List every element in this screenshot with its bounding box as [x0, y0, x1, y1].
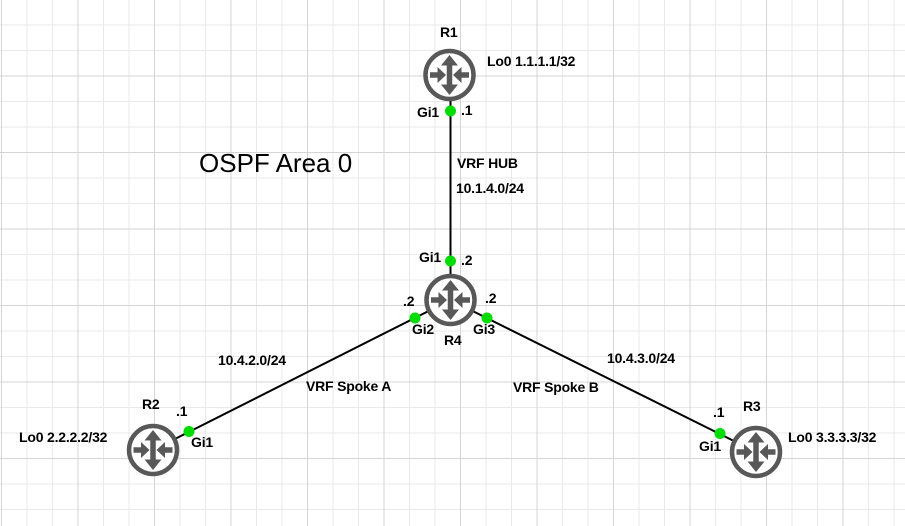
r4-gi1-ip-label: .2 [461, 252, 473, 268]
link-r4-r3[interactable] [450, 299, 757, 453]
link-r4-r2[interactable] [152, 299, 451, 451]
r4-gi3-interface-label: Gi3 [473, 321, 495, 337]
link-spoke-b-vrf-label: VRF Spoke B [513, 379, 599, 395]
link-spoke-a-subnet-label: 10.4.2.0/24 [218, 352, 286, 368]
router-r3-name-label: R3 [743, 398, 761, 414]
ospf-area-annotation: OSPF Area 0 [199, 148, 353, 178]
router-r2-icon[interactable] [129, 426, 177, 474]
r4-gi3-ip-label: .2 [485, 290, 497, 306]
router-r2-loopback-label: Lo0 2.2.2.2/32 [19, 429, 108, 445]
link-spoke-b-subnet-label: 10.4.3.0/24 [607, 350, 675, 366]
router-r3-loopback-label: Lo0 3.3.3.3/32 [788, 429, 877, 445]
r2-gi1-interface-label: Gi1 [191, 434, 213, 450]
r4-gi2-interface-label: Gi2 [412, 321, 434, 337]
router-r4-name-label: R4 [444, 332, 462, 348]
port-status-dot-r3-gi1 [714, 428, 726, 439]
link-hub-vrf-label: VRF HUB [457, 155, 518, 171]
router-r1-name-label: R1 [440, 24, 458, 40]
port-status-dot-r4-gi1 [445, 255, 456, 267]
router-r1-icon[interactable] [426, 51, 474, 99]
r1-gi1-ip-label: .1 [461, 102, 473, 118]
router-r2-name-label: R2 [142, 396, 160, 412]
port-status-dot-r2-gi1 [183, 426, 195, 437]
port-status-dot-r4-gi2 [409, 312, 421, 324]
r2-gi1-ip-label: .1 [176, 403, 188, 419]
r4-gi1-interface-label: Gi1 [419, 249, 441, 265]
router-r4-icon[interactable] [427, 276, 475, 324]
link-spoke-a-vrf-label: VRF Spoke A [306, 378, 392, 394]
link-hub-subnet-label: 10.1.4.0/24 [456, 180, 524, 196]
router-r3-icon[interactable] [732, 428, 780, 476]
port-status-dot-r1-gi1 [445, 105, 456, 117]
router-r1-loopback-label: Lo0 1.1.1.1/32 [487, 53, 576, 69]
r3-gi1-interface-label: Gi1 [699, 438, 721, 454]
port-status-dot-r4-gi3 [481, 312, 493, 324]
r4-gi2-ip-label: .2 [403, 293, 415, 309]
r1-gi1-interface-label: Gi1 [417, 104, 439, 120]
r3-gi1-ip-label: .1 [713, 404, 725, 420]
